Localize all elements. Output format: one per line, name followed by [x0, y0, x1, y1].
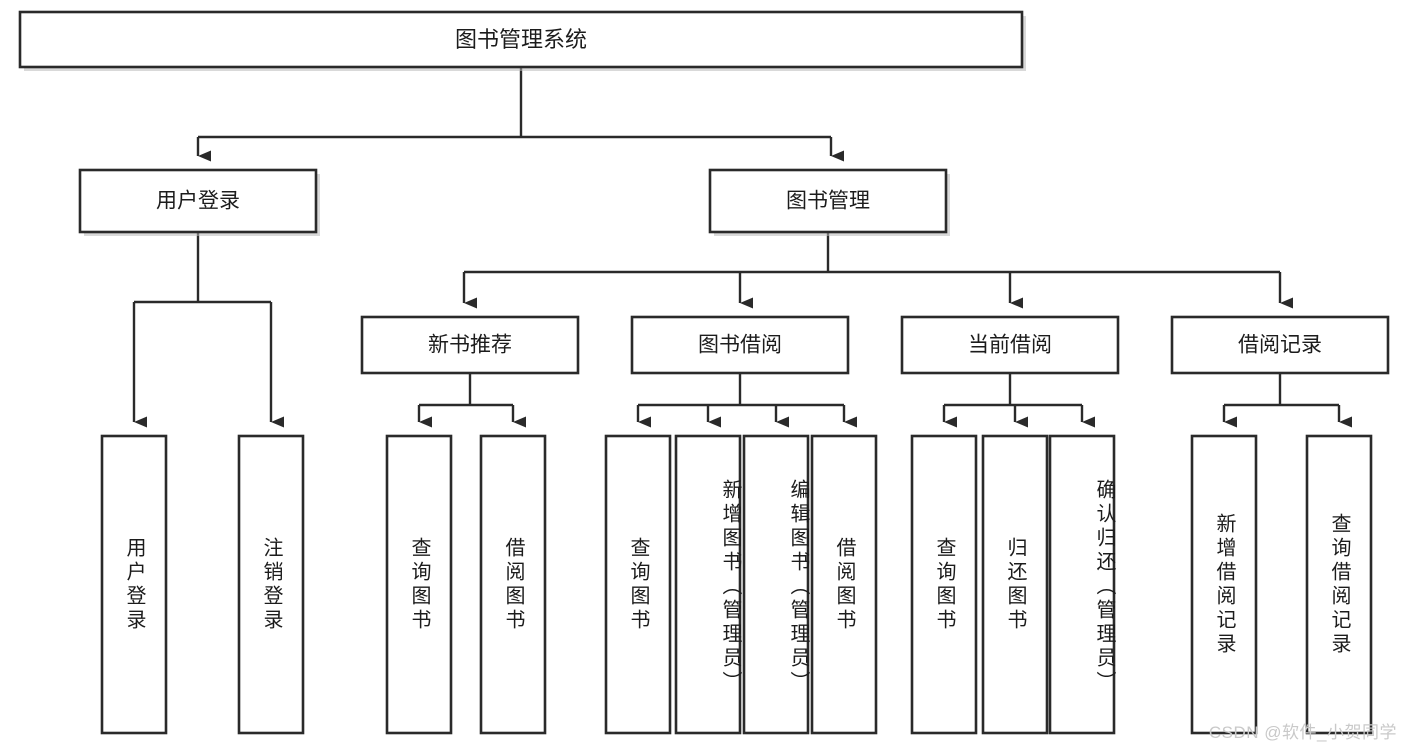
node-current-borrow-label: 当前借阅: [968, 334, 1052, 357]
node-leaf-add-book-box[interactable]: [674, 434, 742, 735]
node-user-login-box[interactable]: [78, 168, 318, 234]
node-leaf-query-borrow-record-box[interactable]: [1305, 434, 1373, 735]
node-borrow-record-label: 借阅记录: [1238, 334, 1322, 357]
node-book-manage-label: 图书管理: [786, 190, 870, 213]
node-leaf-return-book-box[interactable]: [981, 434, 1049, 735]
node-root-box[interactable]: [18, 10, 1024, 69]
csdn-watermark: CSDN @软件_小贺同学: [1208, 723, 1397, 742]
node-leaf-query-book-3-box[interactable]: [910, 434, 978, 735]
node-new-book-recommend-label: 新书推荐: [428, 334, 512, 357]
node-leaf-confirm-return-box[interactable]: [1048, 434, 1116, 735]
node-leaf-query-book-1-box[interactable]: [385, 434, 453, 735]
node-leaf-borrow-book-1-box[interactable]: [479, 434, 547, 735]
node-borrow-record-box[interactable]: [1170, 315, 1390, 375]
node-leaf-edit-book-box[interactable]: [742, 434, 810, 735]
edges-layer: [132, 67, 1352, 428]
node-leaf-borrow-book-2-box[interactable]: [810, 434, 878, 735]
node-book-borrow-box[interactable]: [630, 315, 850, 375]
node-leaf-query-book-2-box[interactable]: [604, 434, 672, 735]
node-book-borrow-label: 图书借阅: [698, 334, 782, 357]
node-leaf-user-login-box[interactable]: [100, 434, 168, 735]
node-book-manage-box[interactable]: [708, 168, 948, 234]
node-current-borrow-box[interactable]: [900, 315, 1120, 375]
node-leaf-add-borrow-record-box[interactable]: [1190, 434, 1258, 735]
node-user-login-label: 用户登录: [156, 190, 240, 213]
node-leaf-logout-box[interactable]: [237, 434, 305, 735]
node-root-label: 图书管理系统: [455, 27, 587, 52]
nodes-layer: 图书管理系统 用户登录 图书管理 新书推荐 图书借阅 当前借阅 借阅记录: [18, 10, 1390, 735]
node-new-book-recommend-box[interactable]: [360, 315, 580, 375]
